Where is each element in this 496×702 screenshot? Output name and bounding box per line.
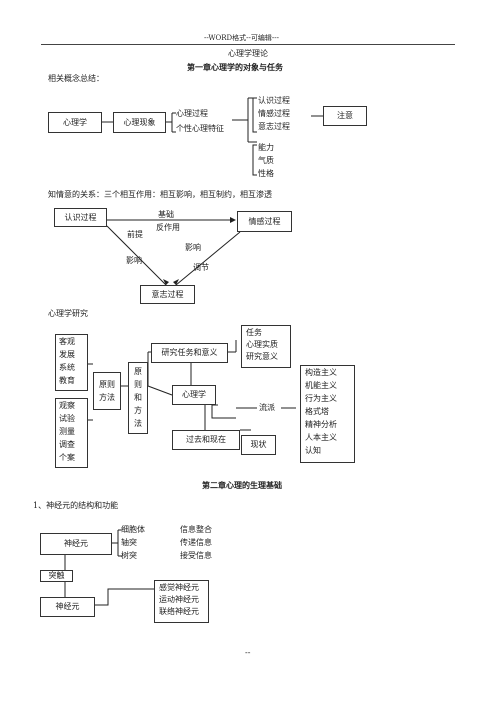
label-regulate: 调节 [193, 263, 209, 272]
part-dendrite: 树突 [121, 551, 137, 560]
vertical-char: 原 [134, 367, 142, 376]
principle-item: 教育 [59, 376, 75, 385]
summary-label: 相关概念总结： [48, 74, 104, 83]
section1-label: 1、神经元的结构和功能 [33, 501, 119, 510]
principle-item: 客观 [59, 337, 75, 346]
node-neuron: 神经元 [40, 533, 112, 555]
footer-mark: -- [245, 648, 251, 657]
label-ability: 能力 [258, 143, 274, 152]
label-temperament: 气质 [258, 156, 274, 165]
label-cognitive-process: 认识过程 [258, 96, 290, 105]
label-basis: 基础 [158, 210, 174, 219]
school-item: 机能主义 [305, 381, 337, 390]
principle-item: 系统 [59, 363, 75, 372]
node-will: 意志过程 [140, 285, 195, 304]
node-emotional: 情感过程 [237, 211, 292, 232]
header-rule [41, 44, 455, 45]
method-item: 调查 [59, 440, 75, 449]
label-character: 性格 [258, 169, 274, 178]
task-item: 心理实质 [246, 340, 278, 349]
research-label: 心理学研究 [48, 309, 88, 318]
label-schools: 流派 [259, 403, 275, 412]
node-synapse: 突触 [40, 570, 73, 582]
node-psychology-center: 心理学 [172, 385, 216, 405]
chapter2-title: 第二章心理的生理基础 [202, 480, 282, 490]
label-reaction: 反作用 [156, 223, 180, 232]
neuron-type-item: 感觉神经元 [159, 583, 199, 592]
method-item: 个案 [59, 453, 75, 462]
vertical-char: 法 [134, 419, 142, 428]
node-methods-list: 观察 试验 测量 调查 个案 [55, 398, 88, 468]
task-item: 研究意义 [246, 352, 278, 361]
part-cell-body: 细胞体 [121, 525, 145, 534]
chapter1-title: 第一章心理学的对象与任务 [187, 62, 283, 72]
node-principle-and-method: 原 则 和 方 法 [128, 362, 148, 434]
doc-title: 心理学理论 [228, 49, 268, 58]
method-item: 观察 [59, 401, 75, 410]
header-watermark: --WORD格式--可编辑--- [204, 34, 279, 42]
node-past-present: 过去和现在 [172, 430, 240, 450]
vertical-char: 和 [134, 393, 142, 402]
label-emotional-process: 情感过程 [258, 109, 290, 118]
school-item: 格式塔 [305, 407, 329, 416]
school-item: 构造主义 [305, 368, 337, 377]
school-item: 人本主义 [305, 433, 337, 442]
node-task-items: 任务 心理实质 研究意义 [241, 325, 291, 368]
school-item: 精神分析 [305, 420, 337, 429]
principle-method-line: 原则 [99, 379, 115, 389]
node-tasks-meaning: 研究任务和意义 [151, 343, 228, 363]
method-item: 试验 [59, 414, 75, 423]
label-personality-traits: 个性心理特征 [176, 124, 224, 133]
label-mental-process: 心理过程 [176, 109, 208, 118]
node-cognitive: 认识过程 [54, 208, 107, 227]
neuron-type-item: 联络神经元 [159, 607, 199, 616]
label-premise: 前提 [127, 230, 143, 239]
method-item: 测量 [59, 427, 75, 436]
school-item: 认知 [305, 446, 321, 455]
node-principles-list: 客观 发展 系统 教育 [55, 334, 88, 391]
principle-method-line: 方法 [99, 392, 115, 402]
label-influence-left: 影响 [126, 256, 142, 265]
function-receive: 接受信息 [180, 551, 212, 560]
function-integrate: 信息整合 [180, 525, 212, 534]
function-transmit: 传递信息 [180, 538, 212, 547]
node-neuron-2: 神经元 [40, 597, 95, 617]
label-will-process: 意志过程 [258, 122, 290, 131]
task-item: 任务 [246, 328, 262, 337]
node-neuron-types: 感觉神经元 运动神经元 联络神经元 [154, 580, 209, 623]
neuron-type-item: 运动神经元 [159, 595, 199, 604]
node-school-list: 构造主义 机能主义 行为主义 格式塔 精神分析 人本主义 认知 [300, 365, 355, 463]
principle-item: 发展 [59, 350, 75, 359]
label-influence-right: 影响 [185, 243, 201, 252]
vertical-char: 方 [134, 406, 142, 415]
part-axon: 轴突 [121, 538, 137, 547]
node-principle-method: 原则 方法 [93, 372, 121, 410]
school-item: 行为主义 [305, 394, 337, 403]
node-status: 现状 [241, 435, 276, 455]
node-psychology: 心理学 [48, 112, 102, 133]
vertical-char: 则 [134, 380, 142, 389]
node-attention: 注意 [323, 106, 367, 126]
relation-text: 知情意的关系：三个相互作用：相互影响，相互制约，相互渗透 [48, 190, 272, 199]
node-mental-phenomena: 心理现象 [113, 112, 166, 133]
